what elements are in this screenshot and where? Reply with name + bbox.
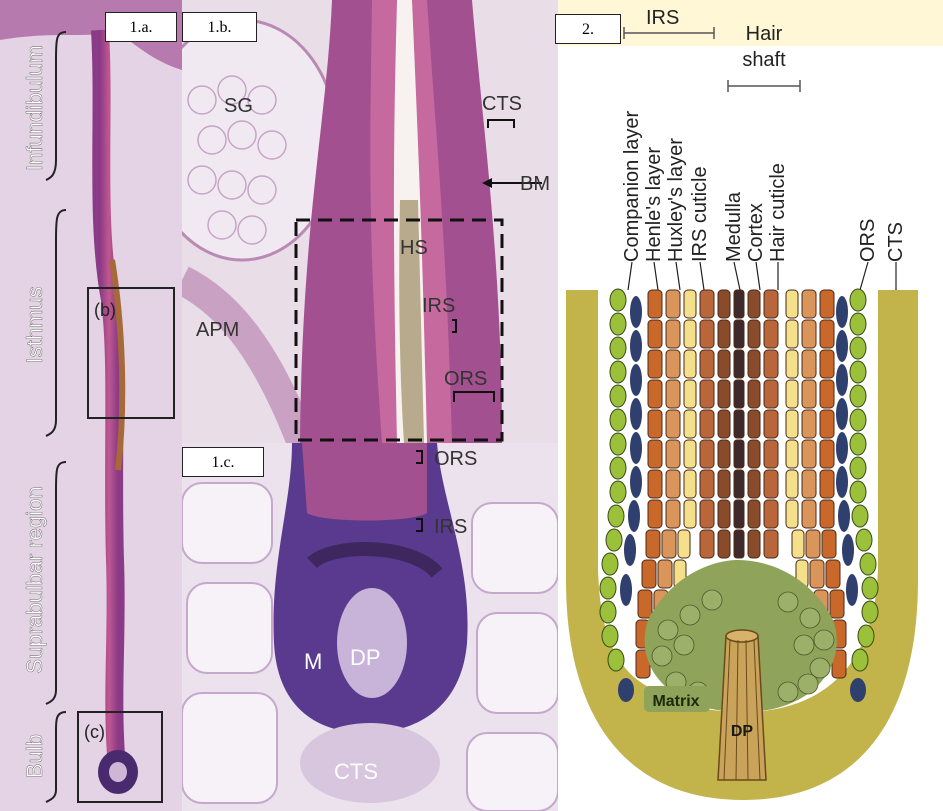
- label-ors-c: ORS: [434, 448, 477, 470]
- panel-1c-micrograph: ORS IRS M DP CTS: [182, 443, 558, 811]
- scale-hair-1: Hair: [746, 23, 783, 45]
- region-suprabulbar: Suprabulbar region: [22, 486, 47, 673]
- panel-1a-micrograph: Infundibulum Isthmus Suprabulbar region …: [0, 0, 182, 811]
- label-irs-c: IRS: [434, 516, 467, 538]
- scale-hair-2: shaft: [742, 49, 786, 71]
- panel-1a: Infundibulum Isthmus Suprabulbar region …: [0, 0, 182, 811]
- label-dp-d: DP: [731, 723, 754, 740]
- label-ors-b: ORS: [444, 368, 487, 390]
- panel-label-2: 2.: [555, 14, 621, 44]
- label-bm: BM: [520, 173, 550, 195]
- panel-1c: ORS IRS M DP CTS: [182, 443, 558, 811]
- label-dp-c: DP: [350, 645, 381, 670]
- layer-companion: Companion layer: [621, 110, 643, 262]
- panel-label-1a: 1.a.: [105, 12, 177, 42]
- label-hs: HS: [400, 237, 428, 259]
- region-bulb: Bulb: [22, 734, 47, 778]
- inset-c-label: (c): [84, 722, 105, 742]
- label-irs-b: IRS: [422, 295, 455, 317]
- label-sg: SG: [224, 95, 253, 117]
- panel-1b: SG CTS BM HS APM IRS ORS: [182, 0, 558, 443]
- layer-huxley: Huxley's layer: [665, 138, 687, 262]
- layer-medulla: Medulla: [723, 191, 745, 262]
- layer-henle: Henle's layer: [643, 147, 665, 262]
- label-cts-b: CTS: [482, 93, 522, 115]
- layer-cortex: Cortex: [745, 203, 767, 262]
- panel-label-1b: 1.b.: [182, 12, 257, 42]
- panel-label-1c: 1.c.: [182, 447, 264, 477]
- inset-b-label: (b): [94, 300, 116, 320]
- label-cts-d: CTS: [885, 222, 907, 262]
- label-matrix: Matrix: [652, 693, 699, 710]
- dermal-papilla: [718, 630, 766, 780]
- label-apm: APM: [196, 319, 239, 341]
- label-cts-c: CTS: [334, 759, 378, 784]
- label-m: M: [304, 649, 322, 674]
- panel-2: IRS Hair shaft Companion layer Henle's l…: [558, 0, 943, 811]
- layer-hair-cuticle: Hair cuticle: [767, 163, 789, 262]
- layer-irs-cuticle: IRS cuticle: [689, 166, 711, 262]
- label-ors-d: ORS: [857, 219, 879, 262]
- panel-2-diagram: IRS Hair shaft Companion layer Henle's l…: [558, 0, 943, 811]
- scale-irs: IRS: [646, 7, 679, 29]
- region-isthmus: Isthmus: [22, 286, 47, 363]
- panel-1b-micrograph: SG CTS BM HS APM IRS ORS: [182, 0, 558, 443]
- region-infundibulum: Infundibulum: [22, 45, 47, 171]
